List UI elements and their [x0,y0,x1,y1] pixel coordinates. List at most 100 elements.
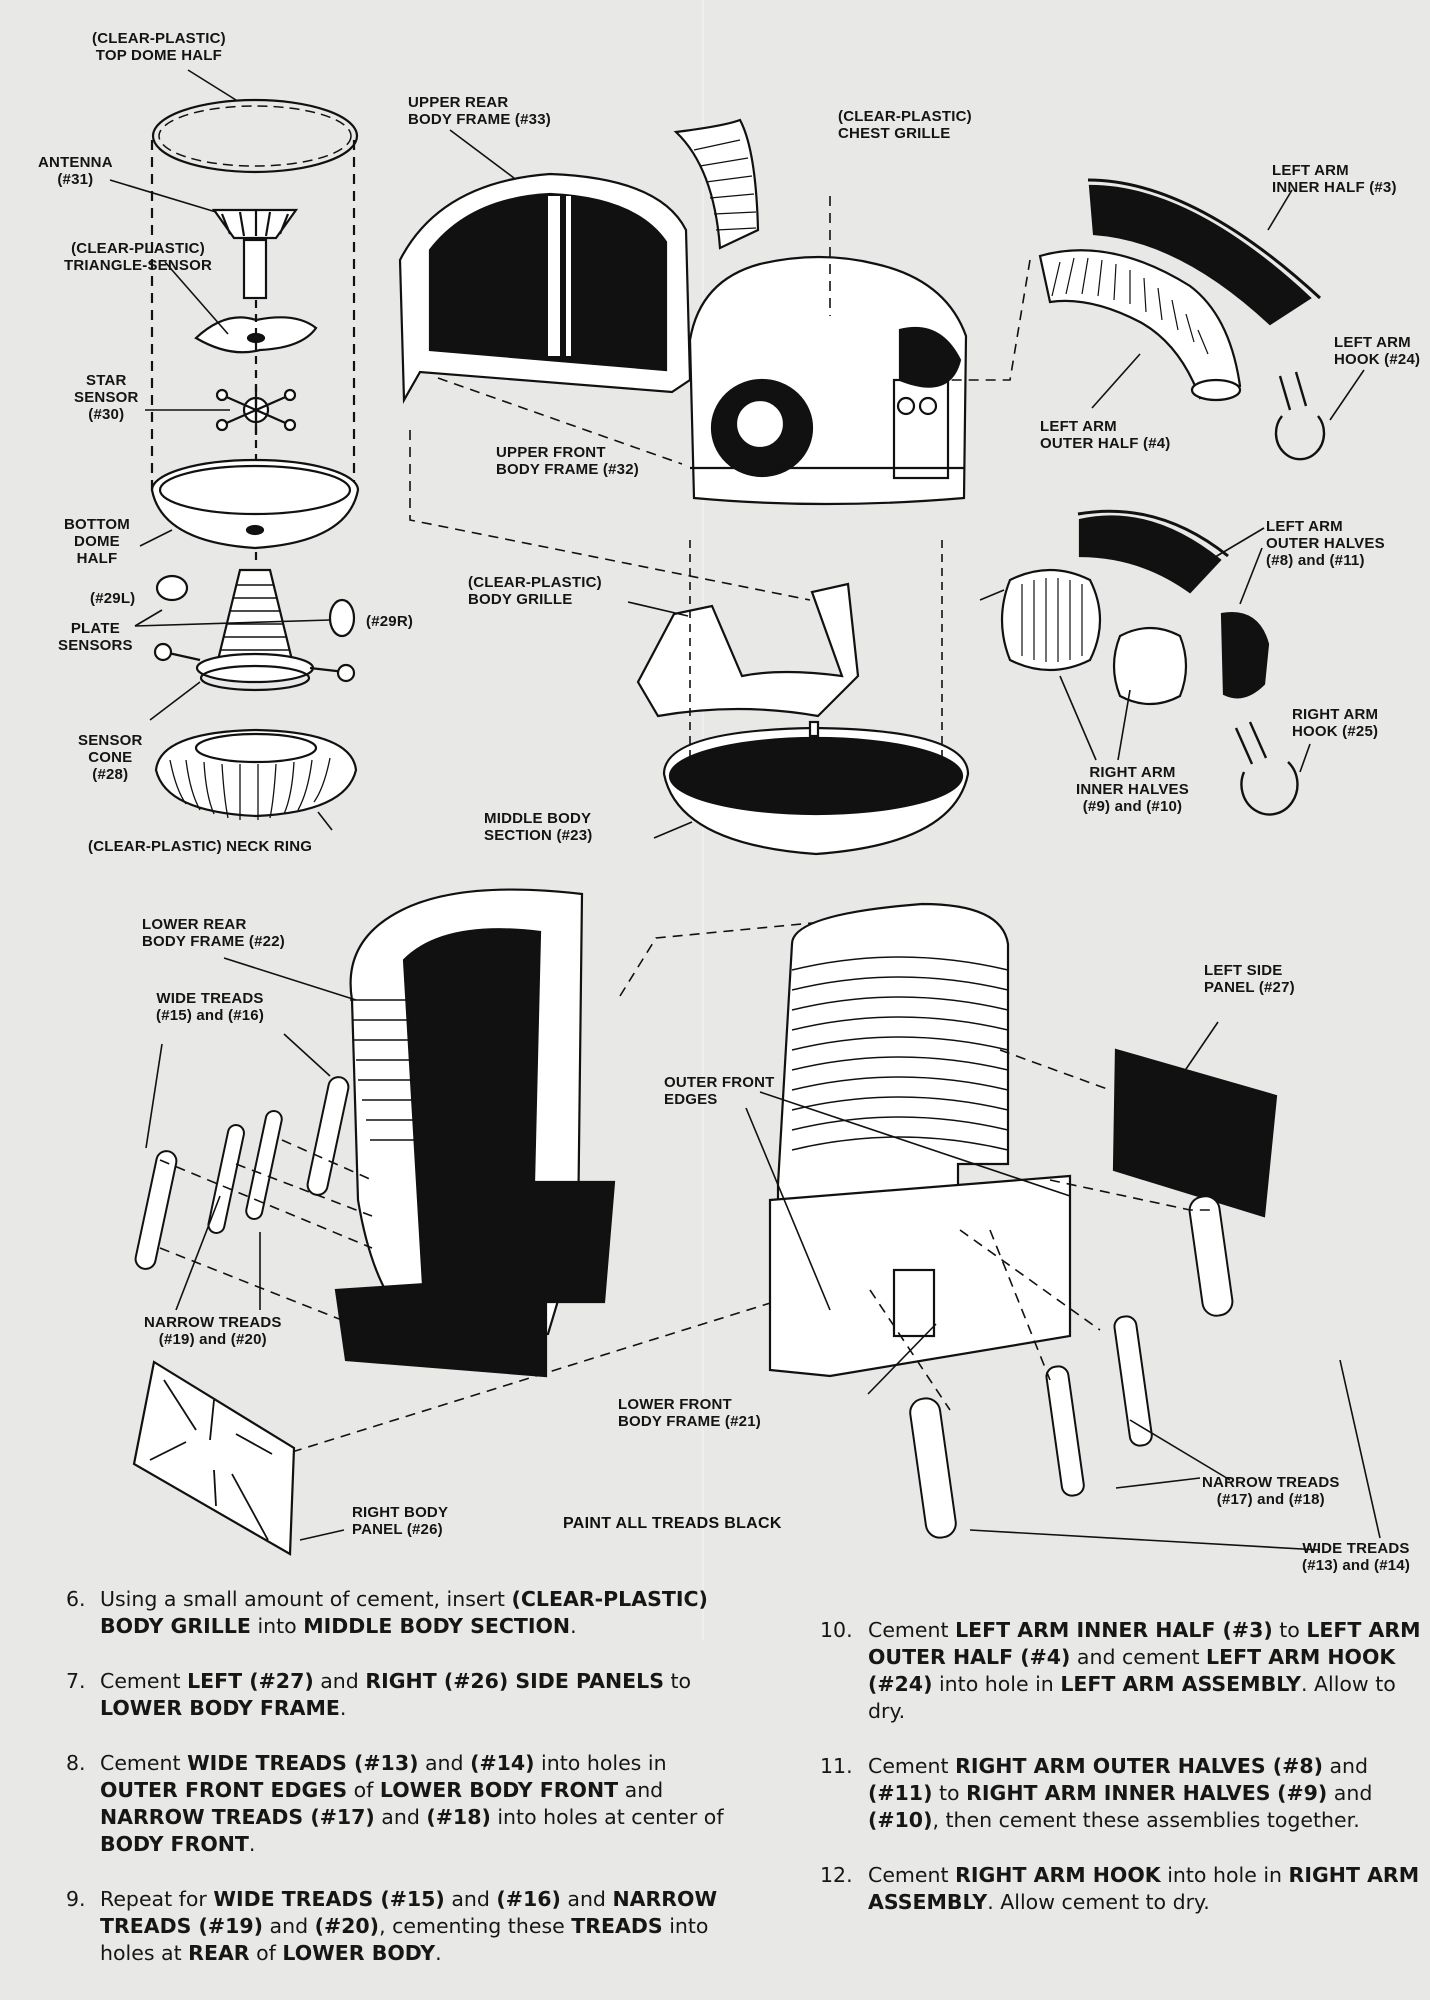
step-text: Cement WIDE TREADS (#13) and (#14) into … [100,1751,724,1856]
label-wide-treads-rear: WIDE TREADS (#15) and (#16) [156,990,265,1024]
step-8: 8.Cement WIDE TREADS (#13) and (#14) int… [66,1750,726,1858]
part-name: LOWER BODY [282,1941,436,1965]
step-run: into holes at center of [490,1805,724,1829]
part-name: RIGHT ARM OUTER HALVES (#8) [955,1754,1323,1778]
step-run: to [932,1781,967,1805]
step-run: . [435,1941,442,1965]
front-treads [909,1195,1234,1539]
step-run: and cement [1070,1645,1207,1669]
step-text: Cement LEFT (#27) and RIGHT (#26) SIDE P… [100,1669,691,1720]
sensor-cone-stem [216,568,294,662]
head-assembly-drawing [109,69,360,831]
antenna [211,208,299,240]
part-name: LOWER BODY FRONT [379,1778,619,1802]
part-name: LOWER BODY FRAME [100,1696,340,1720]
step-run: Cement [100,1751,188,1775]
label-lower-rear-frame: LOWER REAR BODY FRAME (#22) [142,916,285,950]
step-run: Cement [100,1669,188,1693]
body-grille [636,582,860,718]
part-name: MIDDLE BODY SECTION [303,1614,571,1638]
label-triangle-sensor: (CLEAR-PLASTIC) TRIANGLE-SENSOR [64,240,213,274]
part-name: BODY FRONT [100,1832,249,1856]
right-body-panel [132,1360,296,1556]
step-number: 10. [820,1618,853,1642]
label-left-side-panel: LEFT SIDE PANEL (#27) [1204,962,1295,996]
step-run: and [618,1778,664,1802]
step-text: Cement RIGHT ARM OUTER HALVES (#8) and (… [868,1754,1372,1832]
step-number: 6. [66,1587,86,1611]
label-left-arm-inner-half: LEFT ARM INNER HALF (#3) [1272,162,1397,196]
step-run: and [418,1751,471,1775]
step-run: and [1327,1781,1373,1805]
step-run: Repeat for [100,1887,214,1911]
part-name: LEFT ARM HOOK (#24) [868,1645,1396,1696]
right-arm-outer-half-a [1078,515,1222,594]
wide-tread-15 [134,1150,178,1270]
narrow-tread-18 [1113,1315,1153,1447]
label-plate-sensor-left: (#29L) [90,590,136,607]
step-text: Using a small amount of cement, insert (… [100,1587,708,1638]
part-name: (#20) [314,1914,380,1938]
step-run: . [339,1696,347,1720]
label-left-arm-outer-halves: LEFT ARM OUTER HALVES (#8) and (#11) [1266,518,1385,569]
step-run: . Allow to dry. [868,1672,1396,1723]
step-run: Cement [868,1754,956,1778]
plate-sensor-left [155,574,189,602]
label-lower-front-frame: LOWER FRONT BODY FRAME (#21) [618,1396,761,1430]
left-arm-hook [1274,371,1326,461]
label-upper-rear-frame: UPPER REAR BODY FRAME (#33) [408,94,551,128]
part-name: TREADS [571,1914,663,1938]
label-left-arm-outer-half: LEFT ARM OUTER HALF (#4) [1040,418,1171,452]
label-body-grille: (CLEAR-PLASTIC) BODY GRILLE [468,574,602,608]
lower-rear-drawing [132,888,927,1556]
step-run: Using a small amount of cement, insert [100,1587,512,1611]
right-arm-outer-half-b [1220,612,1270,699]
part-name: (#16) [496,1887,561,1911]
label-sensor-cone: SENSOR CONE (#28) [78,732,143,783]
label-right-arm-inner-halves: RIGHT ARM INNER HALVES (#9) and (#10) [1076,764,1189,815]
paint-note: PAINT ALL TREADS BLACK [563,1515,782,1532]
label-plate-sensors: PLATE SENSORS [58,620,133,654]
step-run: to [663,1669,692,1693]
step-run: Cement [868,1618,956,1642]
part-name: (#18) [426,1805,491,1829]
label-top-dome-half: (CLEAR-PLASTIC) TOP DOME HALF [92,30,226,64]
right-arm-drawing [979,509,1311,816]
part-name: RIGHT ARM HOOK [955,1863,1161,1887]
wide-tread-16 [306,1076,350,1196]
step-run: into holes in [534,1751,667,1775]
step-run: to [1272,1618,1307,1642]
step-run: of [249,1941,283,1965]
label-right-arm-hook: RIGHT ARM HOOK (#25) [1292,706,1379,740]
part-name: LEFT ARM ASSEMBLY [1060,1672,1301,1696]
part-name: RIGHT (#26) SIDE PANELS [365,1669,664,1693]
step-run: into [250,1614,304,1638]
instructions-right: 10.Cement LEFT ARM INNER HALF (#3) to LE… [820,1617,1430,1944]
exploded-diagram [109,69,1381,1556]
step-run: and [263,1914,315,1938]
part-name: NARROW TREADS (#17) [100,1805,375,1829]
step-run: . [570,1614,577,1638]
step-number: 7. [66,1669,86,1693]
bottom-dome-half [150,458,360,550]
step-run: Cement [868,1863,956,1887]
part-name: WIDE TREADS (#13) [187,1751,419,1775]
left-arm-drawing [1038,178,1365,461]
right-arm-inner-half-b [1112,626,1188,706]
step-text: Repeat for WIDE TREADS (#15) and (#16) a… [100,1887,717,1965]
chest-grille [673,118,760,250]
step-number: 12. [820,1863,853,1887]
step-run: and [444,1887,497,1911]
label-star-sensor: STAR SENSOR (#30) [74,372,139,423]
part-name: LEFT (#27) [187,1669,314,1693]
right-arm-inner-half-a [1000,568,1102,672]
middle-body-drawing [627,540,970,856]
part-name: LEFT ARM OUTER HALF (#4) [868,1618,1421,1669]
rear-treads [134,1076,350,1270]
part-name: RIGHT ARM INNER HALVES [966,1781,1271,1805]
step-9: 9.Repeat for WIDE TREADS (#15) and (#16)… [66,1886,726,1967]
left-side-panel [1112,1048,1278,1218]
left-arm-inner-half [1088,184,1312,326]
step-run: of [347,1778,380,1802]
step-number: 11. [820,1754,853,1778]
